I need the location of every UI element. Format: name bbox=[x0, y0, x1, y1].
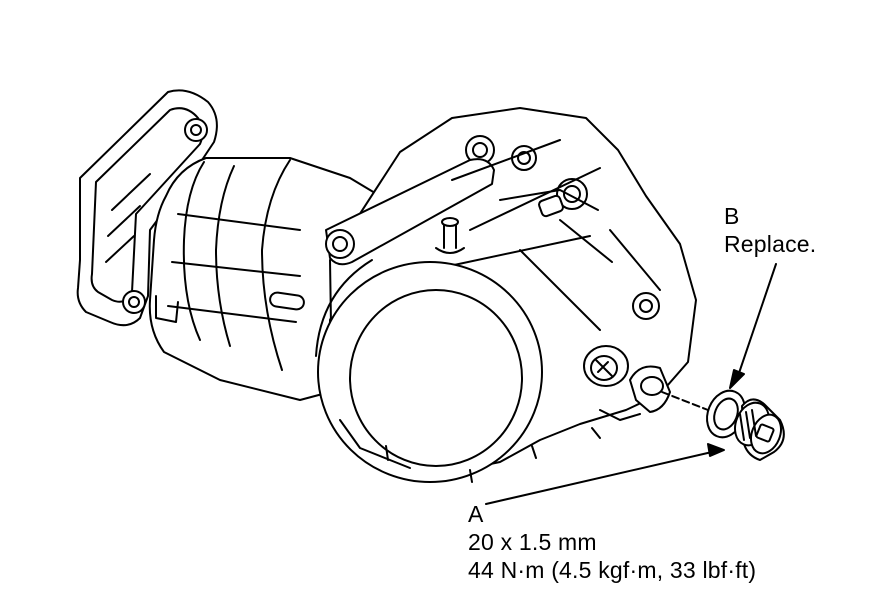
callout-b-note: Replace. bbox=[724, 231, 817, 257]
fill-hole bbox=[583, 345, 629, 387]
leader-a bbox=[485, 443, 725, 505]
mounting-bracket bbox=[76, 89, 218, 327]
drain-boss bbox=[591, 365, 671, 439]
drain-plug bbox=[734, 398, 785, 461]
callout-a: A 20 x 1.5 mm 44 N·m (4.5 kgf·m, 33 lbf·… bbox=[468, 500, 756, 584]
callout-b: B Replace. bbox=[724, 202, 816, 258]
callout-a-letter: A bbox=[468, 501, 484, 527]
plug-axis-line bbox=[661, 391, 709, 411]
leader-b bbox=[729, 263, 777, 389]
callout-a-torque: 44 N·m (4.5 kgf·m, 33 lbf·ft) bbox=[468, 557, 757, 583]
callout-a-size: 20 x 1.5 mm bbox=[468, 529, 597, 555]
differential-cover bbox=[315, 259, 543, 483]
callout-b-letter: B bbox=[724, 203, 740, 229]
